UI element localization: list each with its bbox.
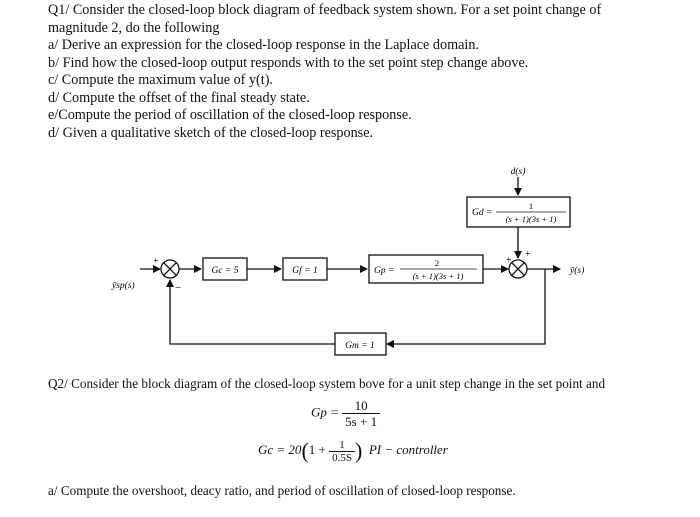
q2-gp-denominator: 5s + 1 — [345, 414, 378, 429]
q2-gc-suffix: PI − controller — [368, 441, 448, 457]
q2-gp-equation: Gp = 10 5s + 1 — [311, 398, 381, 429]
q1-item-b: b/ Find how the closed-loop output respo… — [48, 54, 529, 71]
gd-numerator: 1 — [529, 201, 533, 211]
q1-item-e: e/Compute the period of oscillation of t… — [48, 107, 412, 123]
disturbance-label: d(s) — [511, 166, 526, 177]
q2-gc-equation: Gc = 20(1 + 1 0.5S ) PI − controller — [258, 438, 448, 464]
gc-label: Gc = 5 — [212, 266, 239, 276]
setpoint-label: ȳsp(s) — [111, 280, 135, 291]
q2-gp-numerator: 10 — [342, 398, 381, 414]
q2-gc-numerator: 1 — [329, 439, 355, 452]
output-label: ȳ(s) — [569, 265, 584, 276]
comparator-minus: − — [175, 282, 181, 294]
q2-gc-one: 1 + — [308, 441, 326, 457]
q2-gc-lhs: Gc = 20 — [258, 441, 302, 457]
q1-item-d: d/ Compute the offset of the final stead… — [48, 89, 310, 106]
q1-item-d2: d/ Given a qualitative sketch of the clo… — [48, 124, 374, 141]
gp-denominator: (s + 1)(3s + 1) — [413, 271, 464, 281]
gp-label: Gp = — [374, 266, 394, 276]
question-2-intro: Q2/ Consider the block diagram of the cl… — [48, 376, 606, 391]
q1-item-c: c/ Compute the maximum value of y(t). — [48, 72, 273, 88]
q1-line-1: Q1/ Consider the closed-loop block diagr… — [48, 2, 602, 18]
gp-numerator: 2 — [435, 258, 439, 268]
comparator-plus: + — [153, 256, 159, 267]
q1-line-2: magnitude 2, do the following — [48, 19, 220, 36]
gd-label: Gd = — [472, 208, 492, 218]
gf-label: Gf = 1 — [292, 265, 317, 276]
summing-junction — [508, 259, 528, 279]
gm-label: Gm = 1 — [345, 341, 375, 351]
q2-part-a: a/ Compute the overshoot, deacy ratio, a… — [48, 483, 516, 498]
summing-plus-left: + — [506, 255, 512, 266]
gd-denominator: (s + 1)(3s + 1) — [506, 214, 557, 224]
summing-plus-top: + — [525, 249, 531, 260]
comparator-junction — [160, 259, 180, 279]
question-1: Q1/ Consider the closed-loop block diagr… — [48, 2, 688, 142]
q2-gc-denominator: 0.5S — [332, 451, 352, 464]
q2-gp-lhs: Gp = — [311, 404, 339, 420]
q1-item-a: a/ Derive an expression for the closed-l… — [48, 37, 479, 53]
